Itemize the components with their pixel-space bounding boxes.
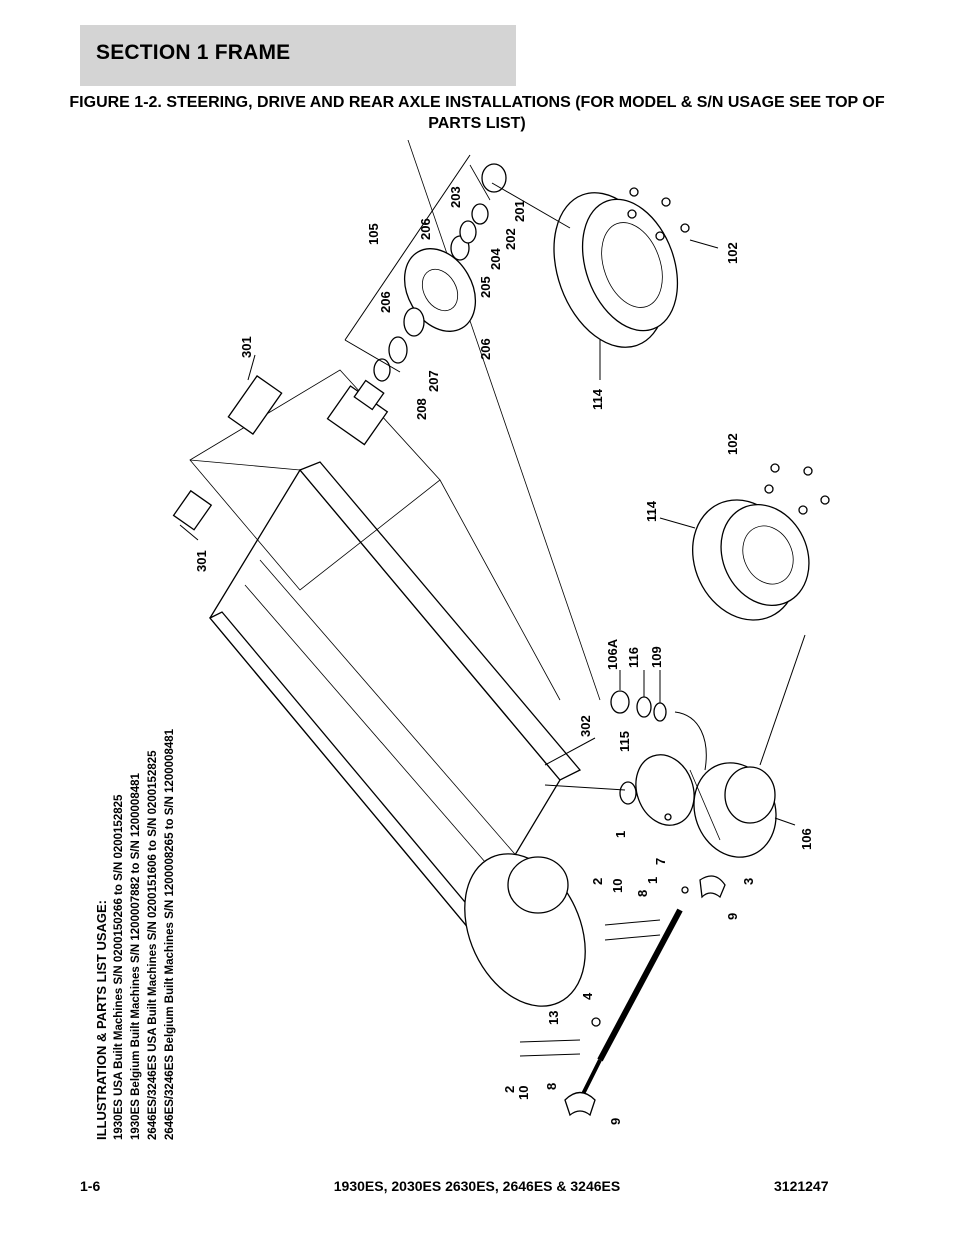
callout-102: 102	[725, 242, 740, 264]
section-header-bar: SECTION 1 FRAME	[80, 25, 516, 86]
callout-10: 10	[516, 1086, 531, 1100]
callout-114: 114	[644, 500, 659, 522]
callout-1: 1	[645, 877, 660, 884]
callout-9: 9	[725, 913, 740, 920]
callout-7: 7	[653, 858, 668, 865]
frame-chassis	[172, 140, 601, 932]
callout-116: 116	[626, 647, 641, 668]
callout-13: 13	[546, 1011, 561, 1025]
callout-3: 3	[741, 878, 756, 885]
usage-line: 1930ES Belgium Built Machines S/N 120000…	[130, 773, 142, 1140]
callout-208: 208	[414, 398, 429, 420]
callout-10: 10	[610, 879, 625, 893]
callout-8: 8	[544, 1083, 559, 1090]
callout-2: 2	[590, 878, 605, 885]
usage-line: 1930ES USA Built Machines S/N 0200150266…	[113, 794, 125, 1140]
usage-notes: ILLUSTRATION & PARTS LIST USAGE: 1930ES …	[92, 680, 179, 1140]
callout-9: 9	[608, 1118, 623, 1125]
callout-115: 115	[617, 731, 632, 752]
callout-2: 2	[502, 1086, 517, 1093]
wheel-lower	[692, 463, 830, 621]
callout-105: 105	[366, 223, 381, 245]
callout-205: 205	[478, 276, 493, 298]
callout-8: 8	[635, 890, 650, 897]
section-title: SECTION 1 FRAME	[96, 41, 291, 64]
usage-line: 2646ES/3246ES Belgium Built Machines S/N…	[164, 728, 176, 1140]
usage-line: 2646ES/3246ES USA Built Machines S/N 020…	[147, 750, 159, 1140]
usage-title: ILLUSTRATION & PARTS LIST USAGE:	[94, 899, 109, 1140]
callout-207: 207	[426, 370, 441, 392]
callout-206: 206	[418, 218, 433, 240]
callout-106: 106	[799, 828, 814, 850]
axle-linkage	[519, 813, 726, 1117]
figure-title: FIGURE 1-2. STEERING, DRIVE AND REAR AXL…	[69, 94, 885, 132]
callout-302: 302	[578, 715, 593, 737]
callout-labels: 105 203 206 201 202 204 205 206 206 207 …	[194, 186, 814, 1125]
callout-1: 1	[613, 831, 628, 838]
callout-201: 201	[512, 200, 527, 222]
callout-206: 206	[378, 291, 393, 313]
callout-202: 202	[503, 228, 518, 250]
callout-301: 301	[194, 550, 209, 572]
callout-4: 4	[580, 992, 595, 1000]
callout-102: 102	[725, 433, 740, 455]
front-wheel	[464, 853, 586, 1007]
drive-motor	[610, 690, 777, 858]
callout-206: 206	[478, 338, 493, 360]
page-number: 1-6	[80, 1178, 101, 1194]
callout-203: 203	[448, 186, 463, 208]
callout-204: 204	[488, 248, 503, 270]
wheel-upper	[553, 187, 690, 348]
callout-301: 301	[239, 336, 254, 358]
exploded-assembly-drawing: 105 203 206 201 202 204 205 206 206 207 …	[172, 140, 830, 1125]
leader-lines	[179, 182, 806, 826]
hub-assembly-upper	[353, 163, 507, 411]
model-list: 1930ES, 2030ES 2630ES, 2646ES & 3246ES	[333, 1178, 621, 1194]
document-number: 3121247	[774, 1178, 829, 1194]
callout-114: 114	[590, 388, 605, 410]
callout-106A: 106A	[605, 638, 620, 670]
callout-109: 109	[649, 646, 664, 668]
